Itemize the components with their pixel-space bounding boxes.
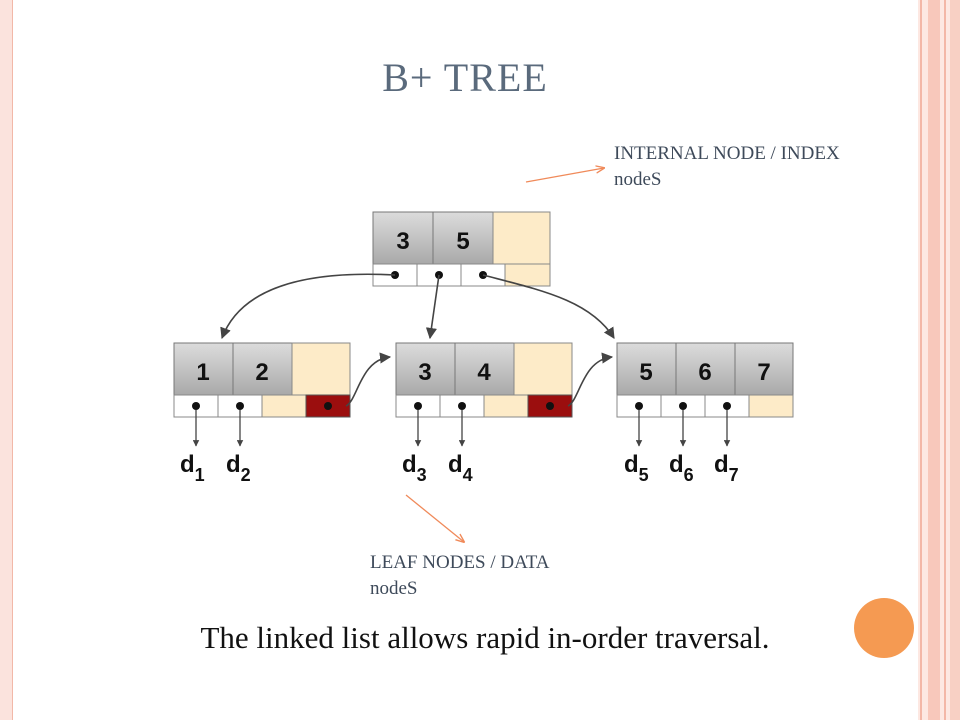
leaf-key-text: 5 — [639, 359, 652, 386]
leaf-key-cell — [616, 342, 677, 396]
data-record-label: d6 — [669, 451, 694, 485]
next-leaf-arrow — [567, 352, 614, 407]
data-record-label: d4 — [448, 451, 473, 485]
internal-node-label-line2: nodeS — [614, 169, 662, 190]
next-pointer-dot — [324, 402, 332, 410]
pointer-dot — [236, 402, 244, 410]
slide-caption: The linked list allows rapid in-order tr… — [200, 620, 770, 655]
root-key-cell — [432, 211, 494, 265]
data-record-label: d2 — [226, 451, 251, 485]
leaf-key-cell — [675, 342, 736, 396]
leaf-key-text: 4 — [477, 359, 491, 386]
pointer-dot — [458, 402, 466, 410]
internal-node-label: INTERNAL NODE / INDEX nodeS — [614, 141, 840, 193]
root-key-text: 5 — [456, 228, 469, 255]
root-empty-cell — [492, 211, 551, 265]
leaf-empty-cell — [291, 342, 351, 396]
leaf-key-cell — [734, 342, 794, 396]
leaf-empty-pointer-cell — [261, 394, 307, 418]
data-record-label: d7 — [714, 451, 739, 485]
pointer-dot — [679, 402, 687, 410]
leaf-key-text: 3 — [418, 359, 431, 386]
leaf-callout-arrow — [405, 494, 464, 542]
pointer-dot — [723, 402, 731, 410]
internal-node-label-line1: INTERNAL NODE / INDEX — [614, 143, 840, 164]
leaf-node: 5 6 7 — [616, 342, 794, 418]
next-pointer-dot — [546, 402, 554, 410]
root-child-arrow — [220, 273, 396, 340]
slide-decor-circle — [854, 598, 914, 658]
data-record-label: d1 — [180, 451, 205, 485]
leaf-node-label-line1: LEAF NODES / DATA — [370, 552, 550, 573]
leaf-key-text: 7 — [757, 359, 770, 386]
root-child-arrow — [482, 274, 615, 339]
internal-callout-arrow — [525, 168, 604, 183]
leaf-node-label-line2: nodeS — [370, 578, 418, 599]
leaf-node-label: LEAF NODES / DATA nodeS — [370, 550, 550, 602]
leaf-key-text: 1 — [196, 359, 209, 386]
slide-left-border — [0, 0, 13, 720]
slide-right-decoration — [918, 0, 960, 720]
pointer-dot — [192, 402, 200, 410]
leaf-key-text: 2 — [255, 359, 268, 386]
next-leaf-arrow — [345, 352, 392, 407]
leaf-empty-cell — [513, 342, 573, 396]
slide-title: B+ TREE — [382, 55, 548, 100]
root-child-arrow — [425, 274, 440, 340]
pointer-dot — [414, 402, 422, 410]
leaf-node: 1 2 — [173, 342, 351, 418]
root-key-text: 3 — [396, 228, 409, 255]
leaf-empty-pointer-cell — [748, 394, 794, 418]
root-empty-pointer-cell — [504, 263, 551, 287]
leaf-key-cell — [232, 342, 293, 396]
pointer-dot — [635, 402, 643, 410]
leaf-key-text: 6 — [698, 359, 711, 386]
leaf-empty-pointer-cell — [483, 394, 529, 418]
leaf-node: 3 4 — [395, 342, 573, 418]
data-record-label: d3 — [402, 451, 427, 485]
root-node: 3 5 — [372, 211, 551, 287]
data-record-label: d5 — [624, 451, 649, 485]
